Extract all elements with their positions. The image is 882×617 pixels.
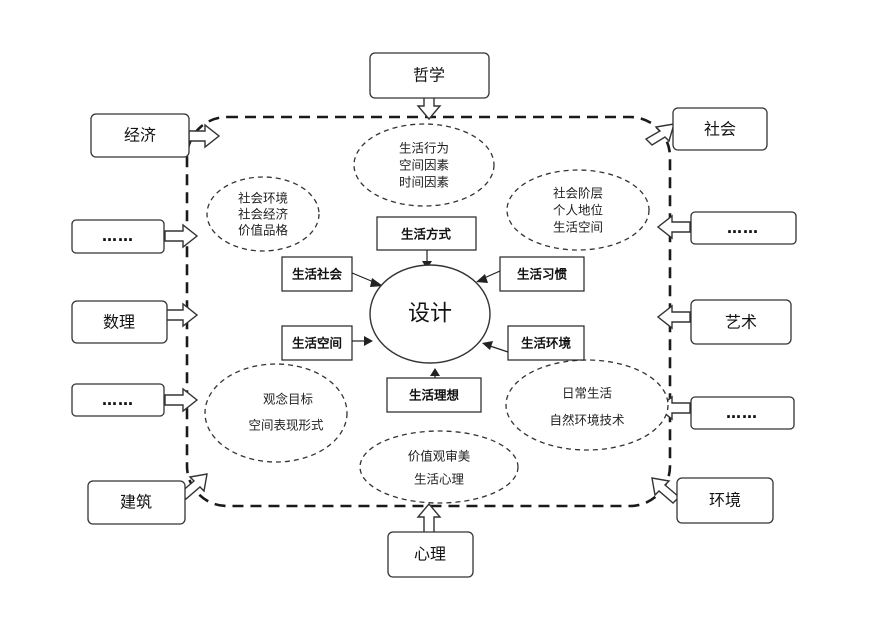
cloud-text: 个人地位	[553, 203, 603, 218]
factor-label: ……	[726, 404, 758, 422]
aspect-box-top: 生活方式	[376, 216, 477, 251]
center-design: 设计	[369, 264, 491, 364]
cloud-upper-right: 社会阶层 个人地位 生活空间	[506, 169, 650, 251]
cloud-text: 自然环境技术	[549, 413, 625, 428]
cloud-text: 观念目标	[263, 392, 313, 407]
aspect-label: 生活环境	[521, 336, 572, 351]
factor-label: ……	[102, 391, 134, 409]
cloud-text: 社会阶层	[553, 186, 603, 201]
cloud-text: 生活空间	[553, 220, 603, 235]
cloud-text: 社会经济	[238, 207, 289, 222]
factor-box-left-3: 数理	[71, 300, 168, 344]
cloud-text: 社会环境	[238, 191, 288, 206]
cloud-text: 生活心理	[414, 472, 465, 487]
aspect-label: 生活社会	[292, 267, 343, 282]
factor-box-left-4: ……	[71, 383, 165, 417]
arrow-right-3	[656, 304, 691, 330]
factor-label: 艺术	[725, 313, 757, 332]
factor-box-right-4: ……	[690, 396, 795, 430]
center-label: 设计	[408, 302, 452, 327]
factor-label: 建筑	[120, 493, 152, 512]
cloud-text: 时间因素	[399, 175, 449, 190]
factor-label: ……	[102, 227, 134, 245]
arrow-right-5	[651, 477, 681, 504]
cloud-text: 价值品格	[238, 223, 289, 238]
cloud-lower-left: 观念目标 空间表现形式	[204, 363, 348, 463]
aspect-box-right-lower: 生活环境	[507, 325, 585, 361]
hollow-arrows	[164, 95, 691, 534]
factor-label: 环境	[709, 491, 741, 510]
arrow-left-3	[164, 302, 199, 328]
factor-label: 心理	[414, 545, 446, 564]
cloud-text: 空间表现形式	[248, 418, 324, 433]
cloud-lower-right: 日常生活 自然环境技术	[505, 359, 669, 451]
factor-box-top: 哲学	[369, 52, 490, 99]
factor-box-left-1: 经济	[90, 113, 190, 158]
arrow-top	[416, 95, 442, 121]
factor-label: ……	[727, 219, 759, 237]
arrow-left-2	[164, 223, 199, 249]
arrow-left-1	[188, 123, 221, 149]
factor-label: 经济	[124, 126, 156, 145]
cloud-top: 生活行为 空间因素 时间因素	[353, 123, 495, 207]
aspect-box-left-upper: 生活社会	[281, 256, 353, 292]
aspect-label: 生活习惯	[517, 267, 568, 282]
aspect-box-right-upper: 生活习惯	[499, 256, 585, 292]
arrow-right-2	[656, 214, 691, 240]
factor-box-left-5: 建筑	[87, 480, 186, 525]
aspect-label: 生活空间	[292, 336, 342, 351]
factor-box-right-1: 社会	[672, 107, 768, 151]
factor-label: 哲学	[413, 66, 445, 85]
factor-box-bottom: 心理	[387, 531, 474, 578]
cloud-text: 空间因素	[399, 158, 449, 173]
cloud-text: 生活行为	[399, 141, 449, 156]
aspect-label: 生活理想	[409, 388, 460, 403]
aspect-box-left-lower: 生活空间	[281, 325, 353, 361]
arrow-bottom	[416, 502, 442, 534]
cloud-text: 价值观审美	[408, 449, 471, 464]
factor-label: 社会	[704, 120, 736, 139]
cloud-bottom: 价值观审美 生活心理	[359, 430, 519, 504]
factor-box-right-2: ……	[690, 211, 797, 245]
aspect-box-bottom: 生活理想	[386, 377, 482, 413]
factor-box-right-5: 环境	[676, 477, 774, 524]
cloud-text: 日常生活	[562, 386, 612, 401]
factor-label: 数理	[103, 313, 135, 332]
factor-box-left-2: ……	[71, 219, 165, 254]
factor-box-right-3: 艺术	[690, 299, 792, 345]
aspect-label: 生活方式	[401, 227, 452, 242]
arrow-right-1	[644, 123, 675, 146]
cloud-upper-left: 社会环境 社会经济 价值品格	[206, 176, 320, 252]
arrow-left-4	[164, 387, 199, 413]
arrow-left-5	[178, 473, 208, 500]
